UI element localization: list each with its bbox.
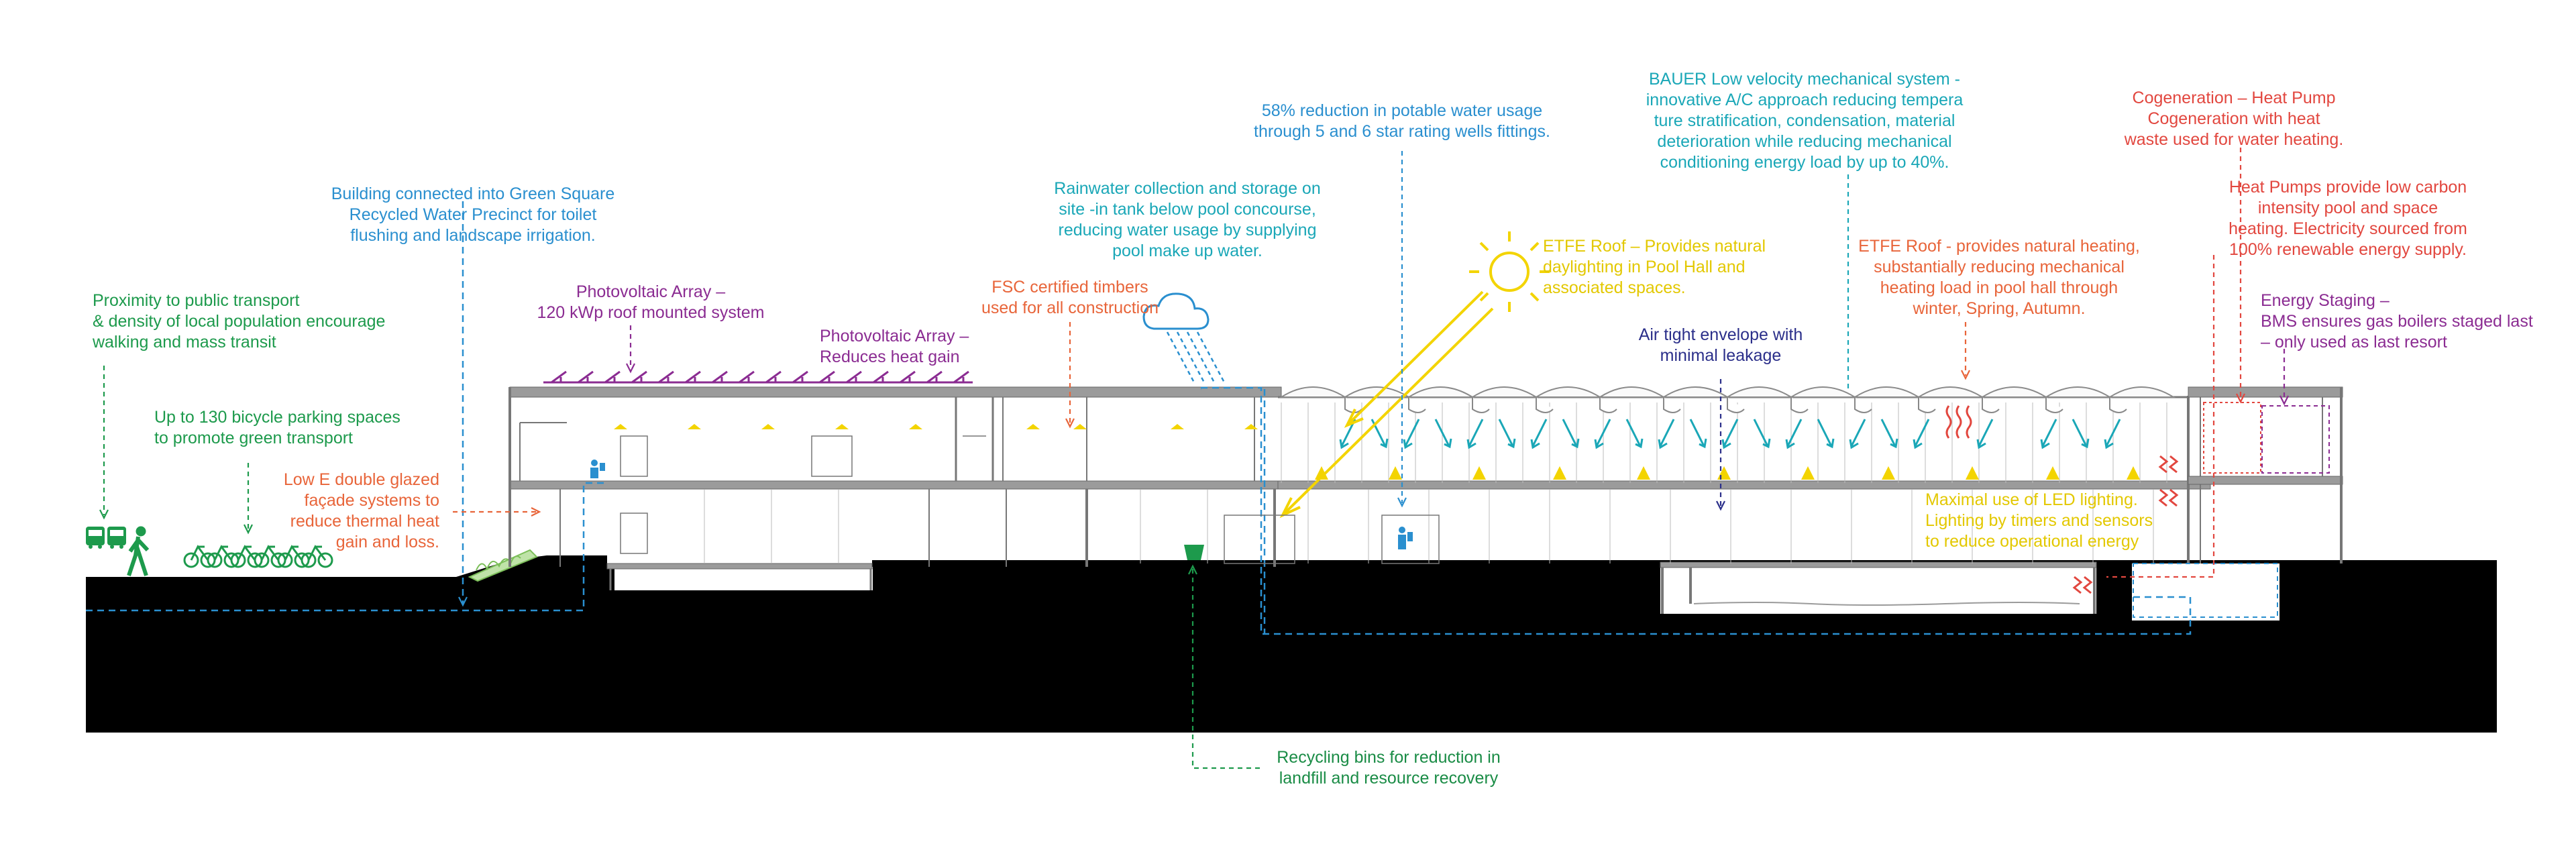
note-airtight-envelope: Air tight envelope with minimal leakage xyxy=(1638,325,1803,365)
note-recycling-bins: Recycling bins for reduction in landfill… xyxy=(1277,748,1501,788)
person-icon xyxy=(590,460,1413,549)
bicycle-icon xyxy=(183,545,333,568)
note-bicycle-parking: Up to 130 bicycle parking spaces to prom… xyxy=(154,408,400,447)
note-heat-pumps: Heat Pumps provide low carbon intensity … xyxy=(2229,178,2467,259)
note-cogeneration: Cogeneration – Heat Pump Cogeneration wi… xyxy=(2124,89,2344,149)
plant-room xyxy=(2203,402,2330,474)
note-fsc-timbers: FSC certified timbers used for all const… xyxy=(981,278,1159,317)
air-ducts xyxy=(1344,397,2127,413)
note-bauer-system: BAUER Low velocity mechanical system - i… xyxy=(1646,70,1964,172)
note-energy-staging: Energy Staging – BMS ensures gas boilers… xyxy=(2261,291,2533,352)
rain-icon xyxy=(1166,331,1226,383)
water-tanks xyxy=(1224,515,1440,564)
solar-panel-icons xyxy=(543,370,973,384)
note-recycled-water: Building connected into Green Square Rec… xyxy=(331,184,615,245)
light-icons xyxy=(614,424,2140,480)
note-rainwater: Rainwater collection and storage on site… xyxy=(1054,179,1321,260)
recycling-bin-icon xyxy=(1184,545,1204,560)
water-pipe xyxy=(86,201,2192,635)
note-etfe-daylighting: ETFE Roof – Provides natural daylighting… xyxy=(1543,237,1766,297)
cloud-icon xyxy=(1142,292,1210,330)
etfe-roof xyxy=(1279,386,2176,398)
leader-lines xyxy=(99,148,2289,769)
note-photovoltaic-system: Photovoltaic Array – 120 kWp roof mounte… xyxy=(537,282,765,322)
note-led-lighting: Maximal use of LED lighting. Lighting by… xyxy=(1925,490,2153,551)
note-etfe-heating: ETFE Roof - provides natural heating, su… xyxy=(1858,237,2140,318)
note-photovoltaic-heat: Photovoltaic Array – Reduces heat gain xyxy=(820,327,969,366)
pedestrian-icon xyxy=(127,526,150,576)
heat-wave-icon xyxy=(1945,405,2179,594)
pool-hall-facade xyxy=(1281,402,2167,483)
sunlight-rays xyxy=(1279,290,1494,519)
ground xyxy=(86,555,2497,733)
ground-floor-facade xyxy=(704,490,2154,563)
sun-icon xyxy=(1469,231,1550,312)
bus-icon xyxy=(86,527,126,549)
note-public-transport: Proximity to public transport & density … xyxy=(93,291,386,352)
building-structure xyxy=(508,386,2343,618)
airflow-icons xyxy=(1339,419,2121,449)
note-potable-water: 58% reduction in potable water usage thr… xyxy=(1254,101,1550,141)
note-low-e-glazing: Low E double glazed façade systems to re… xyxy=(283,470,439,551)
